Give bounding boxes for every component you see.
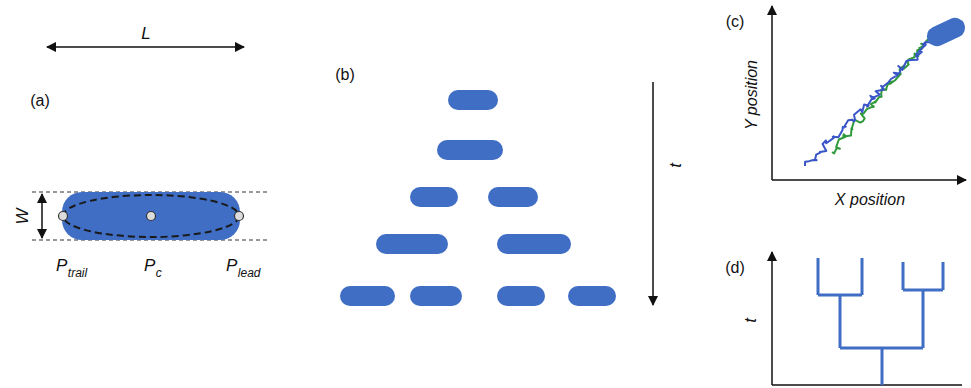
cell-lineage — [340, 90, 616, 306]
point-subscript: trail — [68, 267, 87, 279]
cell — [410, 187, 458, 207]
point-label: P — [144, 257, 155, 274]
cell — [924, 14, 969, 49]
cell — [497, 234, 571, 254]
cell — [376, 234, 448, 254]
axis-label: Y position — [744, 60, 760, 130]
point-subscript: c — [156, 267, 162, 279]
lineage-tree — [818, 258, 943, 385]
dimension-label: L — [141, 25, 150, 42]
axis-label: t — [666, 163, 683, 168]
cell — [568, 286, 616, 306]
panel-label: (d) — [725, 260, 745, 276]
point-subscript: lead — [238, 267, 261, 279]
cell — [410, 286, 462, 306]
panel-label: (b) — [335, 67, 355, 83]
point-marker — [235, 212, 244, 221]
time-axis — [771, 252, 773, 385]
cell-body — [62, 192, 240, 240]
panel-label: (c) — [726, 14, 745, 30]
tree-branches — [818, 258, 943, 385]
trajectory-line — [805, 36, 937, 166]
x-axis — [772, 179, 966, 181]
axis-label: t — [741, 318, 758, 323]
y-axis — [771, 6, 773, 180]
cell — [437, 140, 503, 160]
base-axis — [772, 384, 962, 386]
cell — [340, 286, 395, 306]
ellipse-outline — [63, 195, 239, 237]
cell — [497, 286, 545, 306]
width-arrow — [41, 194, 43, 238]
time-arrow — [652, 82, 654, 305]
length-arrow — [47, 46, 244, 48]
axis-label: X position — [835, 192, 905, 208]
point-marker — [147, 212, 156, 221]
point-label: P — [56, 257, 67, 274]
cell — [448, 90, 498, 110]
point-label: P — [226, 257, 237, 274]
dimension-label: W — [13, 208, 30, 224]
panel-label: (a) — [30, 93, 50, 109]
cell — [488, 187, 538, 207]
point-marker — [59, 212, 68, 221]
trajectories — [805, 36, 937, 166]
